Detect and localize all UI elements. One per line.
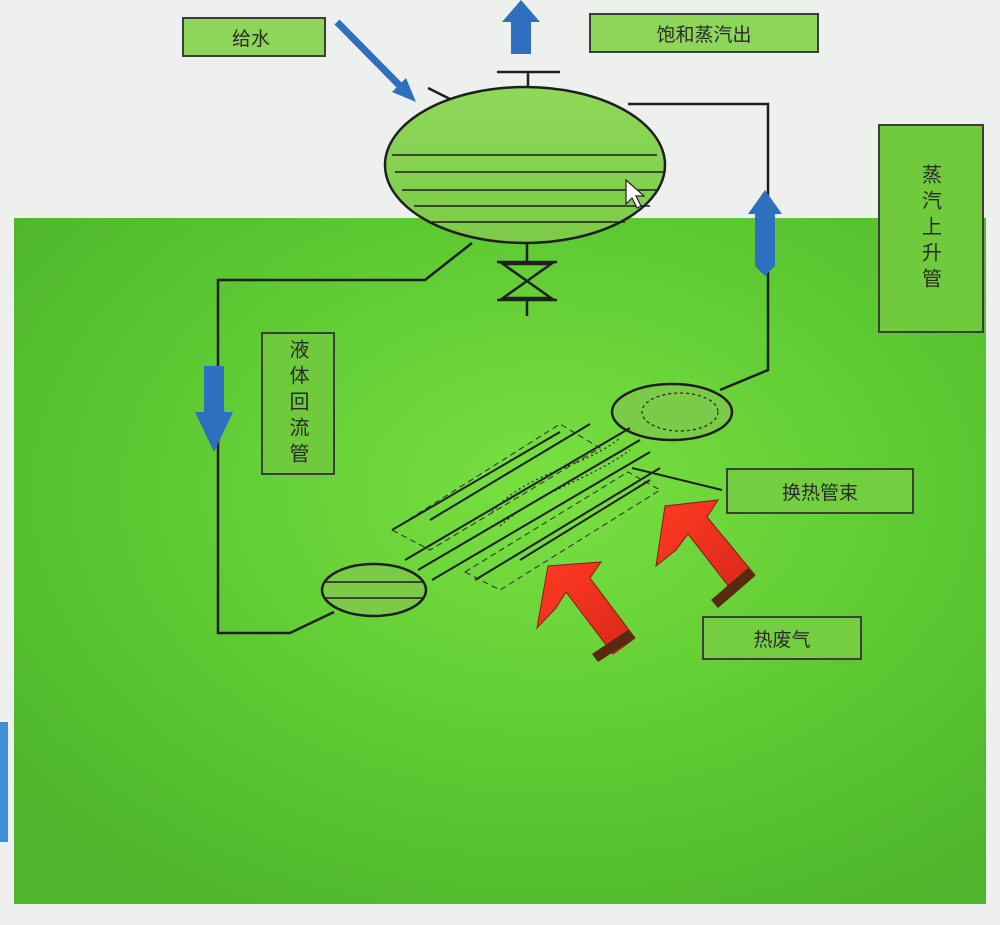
up-arrow-icon xyxy=(502,0,540,54)
edge-strip xyxy=(0,722,8,842)
cursor-icon xyxy=(625,178,646,209)
liquid-return-pipe xyxy=(216,242,473,635)
tube-frame-dashed xyxy=(391,423,661,591)
upper-header xyxy=(610,382,734,442)
steam-riser-label: 蒸汽上升管 xyxy=(878,124,984,333)
saturated-steam-out-label: 饱和蒸汽出 xyxy=(589,13,819,53)
feed-water-arrow-icon xyxy=(334,19,416,102)
down-arrow-icon xyxy=(195,366,233,452)
tube-bundle xyxy=(391,423,661,581)
heat-arrow-icon xyxy=(655,499,756,608)
tube-inner-flow xyxy=(491,437,631,527)
heat-arrow-icon xyxy=(536,561,636,662)
heat-exchange-bundle-label: 换热管束 xyxy=(726,468,914,514)
steam-drum xyxy=(383,85,667,245)
lower-header xyxy=(320,562,428,618)
valve-icon xyxy=(497,243,557,316)
bundle-pointer xyxy=(631,467,723,491)
hot-exhaust-label: 热废气 xyxy=(702,616,862,660)
feed-water-label: 给水 xyxy=(182,17,326,57)
up-arrow-icon xyxy=(748,190,782,276)
background-panel xyxy=(14,218,986,904)
liquid-return-label: 液体回流管 xyxy=(261,332,335,475)
